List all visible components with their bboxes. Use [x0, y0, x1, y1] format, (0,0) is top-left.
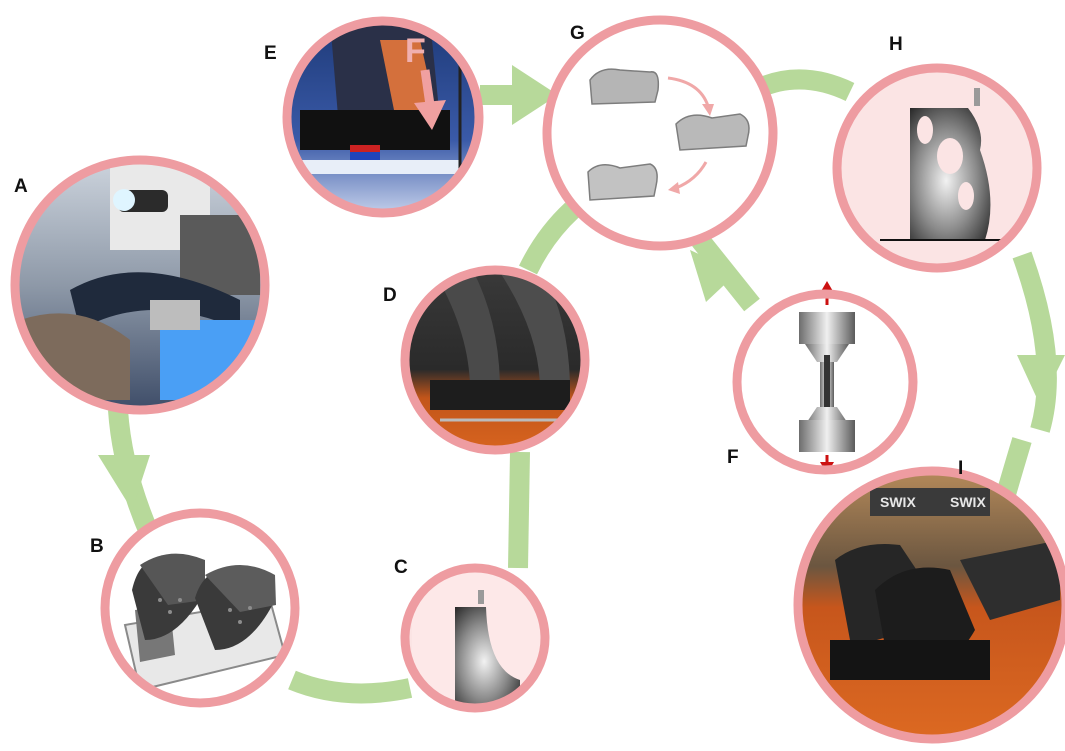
iteration-arrows: [667, 76, 710, 190]
panel-i: SWIX SWIX I: [793, 458, 1065, 744]
arrowheads: [98, 65, 1065, 510]
arrow-c-to-d: [508, 451, 530, 569]
arrowhead-to-g-from-f: [690, 250, 738, 302]
panel-e: F E: [264, 16, 484, 218]
design-model-1: [589, 68, 660, 105]
panel-c: C: [394, 557, 550, 713]
panel-b: B: [90, 508, 300, 708]
tensile-specimen: [799, 312, 855, 452]
label-e: E: [264, 43, 277, 64]
design-model-2: [675, 113, 750, 151]
brand-text-2: SWIX: [950, 494, 986, 510]
panel-d: D: [383, 265, 590, 455]
label-g: G: [570, 23, 585, 44]
arrowhead-to-g: [512, 65, 558, 125]
label-d: D: [383, 285, 397, 306]
arrowhead-to-b: [98, 455, 150, 510]
label-i: I: [958, 458, 963, 479]
design-model-3: [587, 163, 658, 201]
force-arrow: [414, 69, 446, 130]
label-f: F: [727, 447, 739, 468]
arrow-b-to-c: [288, 670, 413, 704]
label-b: B: [90, 536, 104, 557]
label-a: A: [14, 176, 28, 197]
arrow-d-to-g: [519, 202, 579, 275]
arrowhead-to-i: [1017, 355, 1065, 405]
label-c: C: [394, 557, 408, 578]
panel-f: F: [727, 281, 918, 475]
panel-g: G: [542, 15, 778, 251]
panel-a: A: [10, 155, 270, 415]
force-label: F: [405, 32, 426, 70]
arrow-h-to-i: [1012, 251, 1057, 433]
brand-text-1: SWIX: [880, 494, 916, 510]
panel-h: H: [832, 34, 1042, 273]
label-h: H: [889, 34, 903, 55]
